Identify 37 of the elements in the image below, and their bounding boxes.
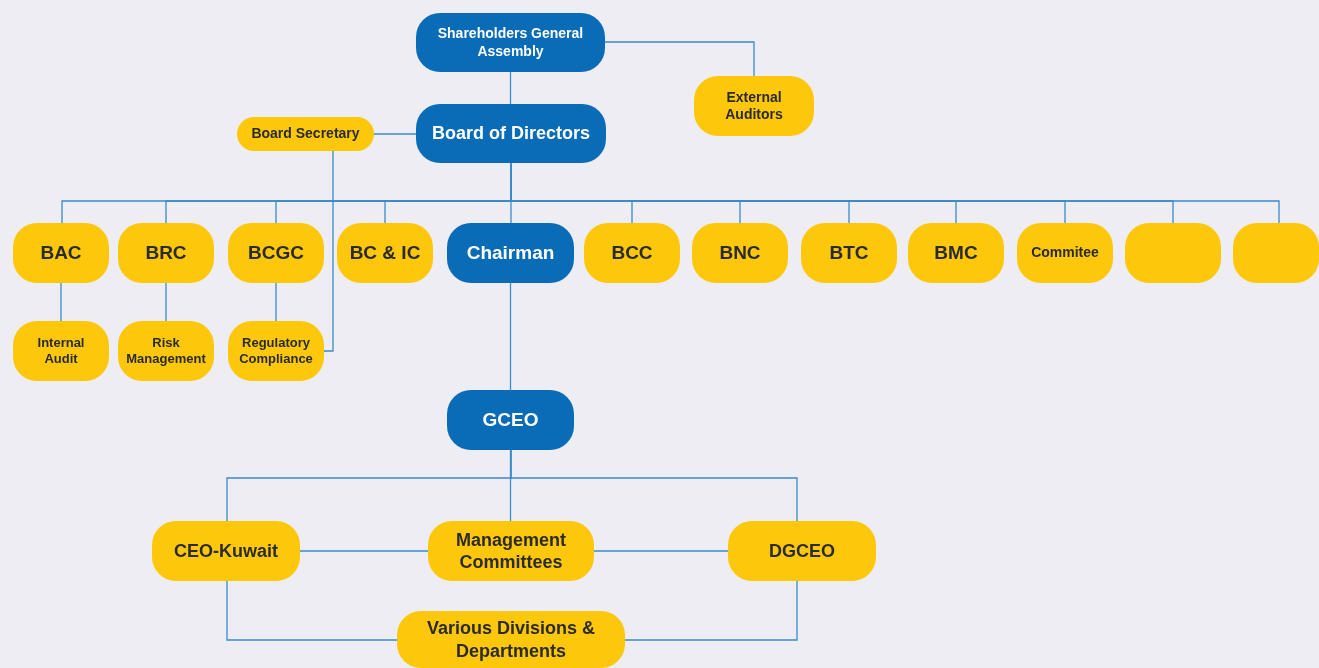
committee-box: External Auditors [694, 76, 814, 136]
connector-line [593, 550, 729, 552]
role-box: Chairman [447, 223, 574, 283]
committee-box: Regulatory Compliance [228, 321, 324, 381]
connector-line [323, 150, 334, 352]
connector-line [226, 580, 398, 641]
connector-line [509, 71, 512, 105]
connector-line [275, 282, 277, 322]
committee-box: Board Secretary [237, 117, 374, 151]
committee-box: Management Committees [428, 521, 594, 581]
committee-box: BC & IC [337, 223, 433, 283]
committee-box: CEO-Kuwait [152, 521, 300, 581]
connector-line [604, 41, 755, 77]
committee-box: BRC [118, 223, 214, 283]
committee-box: BTC [801, 223, 897, 283]
connector-line [60, 282, 62, 322]
role-box: Shareholders General Assembly [416, 13, 605, 72]
committee-box: BCGC [228, 223, 324, 283]
role-box: GCEO [447, 390, 574, 450]
committee-box: Internal Audit [13, 321, 109, 381]
connector-line [373, 133, 417, 135]
role-box: Board of Directors [416, 104, 606, 163]
connector-line [165, 282, 167, 322]
empty-box [1125, 223, 1221, 283]
connector-line [299, 550, 429, 552]
committee-box: Various Divisions & Departments [397, 611, 625, 668]
committee-box: BAC [13, 223, 109, 283]
committee-box: BNC [692, 223, 788, 283]
committee-box: Risk Management [118, 321, 214, 381]
committee-box: BMC [908, 223, 1004, 283]
committee-box: DGCEO [728, 521, 876, 581]
committee-box: BCC [584, 223, 680, 283]
connector-line [510, 449, 798, 522]
committee-box: Commitee [1017, 223, 1113, 283]
connector-line [624, 580, 798, 641]
connector-line [509, 282, 512, 391]
empty-box [1233, 223, 1319, 283]
